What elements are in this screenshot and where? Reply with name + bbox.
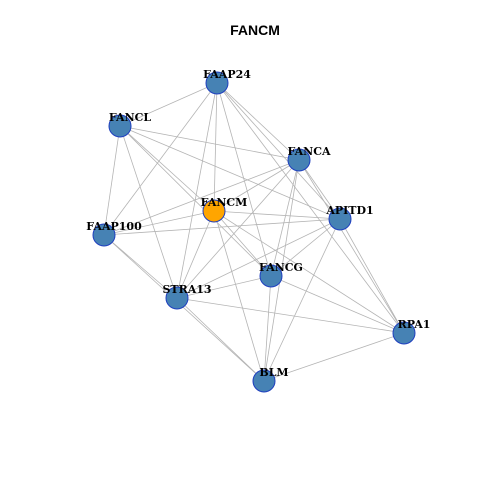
node-stra13[interactable] <box>165 286 189 310</box>
edge-fanca-rpa1 <box>298 159 405 334</box>
node-label-fanca: FANCA <box>287 145 331 158</box>
node-label-faap100: FAAP100 <box>86 220 142 233</box>
graph-title: FANCM <box>230 22 280 38</box>
node-label-faap24: FAAP24 <box>203 68 251 81</box>
edge-faap24-apitd1 <box>216 82 341 220</box>
node-label-stra13: STRA13 <box>162 283 211 296</box>
node-fancm[interactable] <box>202 199 226 223</box>
node-label-rpa1: RPA1 <box>398 318 431 331</box>
edge-fancl-apitd1 <box>119 125 341 220</box>
edge-faap24-fancm <box>213 82 218 212</box>
edge-fanca-fancg <box>270 159 300 277</box>
edge-apitd1-rpa1 <box>339 218 405 334</box>
node-label-fancg: FANCG <box>259 261 303 274</box>
node-label-blm: BLM <box>259 366 288 379</box>
edge-faap24-fancg <box>216 82 272 277</box>
edge-fancl-fancg <box>119 125 272 277</box>
edge-faap100-blm <box>103 234 265 382</box>
edge-fancl-fanca <box>119 125 300 161</box>
edge-apitd1-stra13 <box>176 218 341 299</box>
node-faap24[interactable] <box>205 71 229 95</box>
node-apitd1[interactable] <box>328 207 352 231</box>
edge-fancg-stra13 <box>176 275 272 299</box>
edge-fancm-stra13 <box>176 210 215 299</box>
edge-fancg-blm <box>263 275 272 382</box>
node-label-apitd1: APITD1 <box>325 204 373 217</box>
edge-rpa1-blm <box>263 332 405 382</box>
edge-faap24-fancl <box>119 82 218 127</box>
nodes-layer <box>92 71 416 393</box>
edge-apitd1-fancg <box>270 218 341 277</box>
edge-fanca-faap100 <box>103 159 300 236</box>
edge-stra13-rpa1 <box>176 297 405 334</box>
node-fancg[interactable] <box>259 264 283 288</box>
edge-fancl-fancm <box>119 125 215 212</box>
edge-faap24-fanca <box>216 82 300 161</box>
edge-fancm-rpa1 <box>213 210 405 334</box>
edge-apitd1-blm <box>263 218 341 382</box>
node-rpa1[interactable] <box>392 321 416 345</box>
edge-fancm-fancg <box>213 210 272 277</box>
node-faap100[interactable] <box>92 223 116 247</box>
edge-fancl-stra13 <box>119 125 178 299</box>
edge-fanca-apitd1 <box>298 159 341 220</box>
edge-apitd1-faap100 <box>103 218 341 236</box>
edge-fancm-faap100 <box>103 210 215 236</box>
edges-layer <box>103 82 405 382</box>
node-label-fancm: FANCM <box>201 196 248 209</box>
edge-fancg-rpa1 <box>270 275 405 334</box>
edge-faap24-stra13 <box>176 82 218 299</box>
edge-fanca-blm <box>263 159 300 382</box>
edge-fancl-faap100 <box>103 125 121 236</box>
edge-faap24-rpa1 <box>216 82 405 334</box>
edge-faap100-stra13 <box>103 234 178 299</box>
node-fanca[interactable] <box>287 148 311 172</box>
edge-fancm-blm <box>213 210 265 382</box>
node-label-fancl: FANCL <box>109 111 152 124</box>
edge-fanca-stra13 <box>176 159 300 299</box>
edge-faap24-faap100 <box>103 82 218 236</box>
edge-fanca-fancm <box>213 159 300 212</box>
node-blm[interactable] <box>252 369 276 393</box>
node-fancl[interactable] <box>108 114 132 138</box>
edge-fancm-apitd1 <box>213 210 341 220</box>
edge-stra13-blm <box>176 297 265 382</box>
